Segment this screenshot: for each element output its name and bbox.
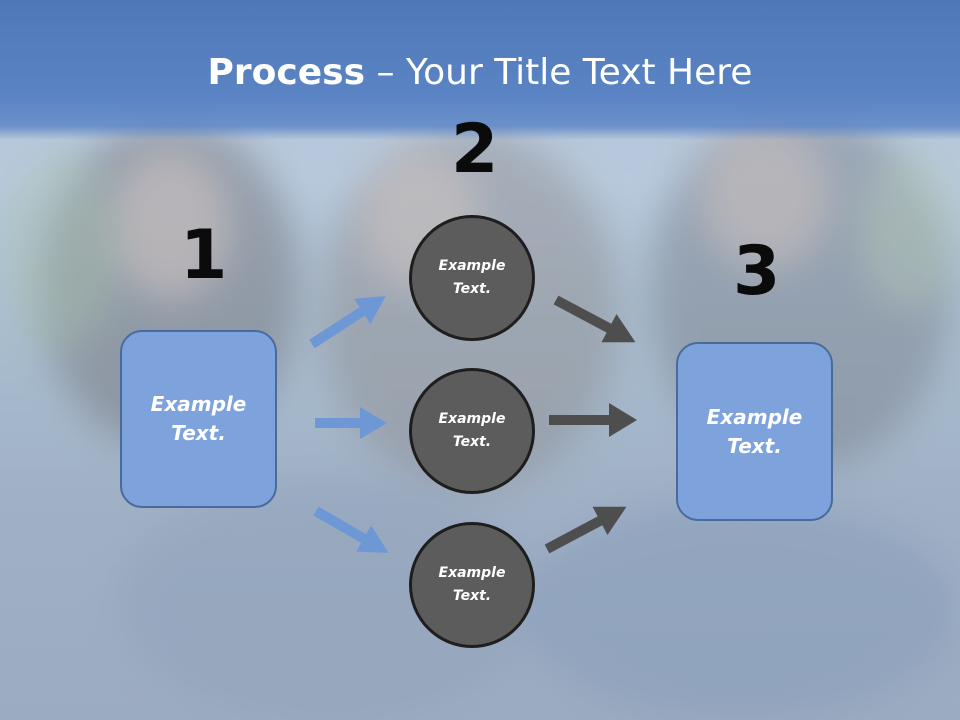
process-circle-top: Example Text. bbox=[409, 215, 535, 341]
circle-bottom-line2: Text. bbox=[452, 588, 492, 604]
circle-middle-line1: Example bbox=[438, 411, 506, 427]
circle-top-line1: Example bbox=[438, 258, 506, 274]
step-number-3: 3 bbox=[733, 232, 781, 311]
process-circle-middle: Example Text. bbox=[409, 368, 535, 494]
step-box-3-line2: Text. bbox=[727, 433, 782, 458]
step-number-1: 1 bbox=[180, 216, 228, 295]
circle-middle-line2: Text. bbox=[452, 434, 492, 450]
circle-top-line2: Text. bbox=[452, 281, 492, 297]
step-box-1-line1: Example bbox=[150, 392, 247, 416]
title-rest: – Your Title Text Here bbox=[365, 52, 753, 93]
slide-title: Process – Your Title Text Here bbox=[0, 52, 960, 93]
title-bar bbox=[0, 0, 960, 140]
step-box-3-line1: Example bbox=[706, 404, 803, 429]
step-box-1-line2: Text. bbox=[171, 421, 226, 445]
step-box-1: Example Text. bbox=[120, 330, 277, 508]
step-number-2: 2 bbox=[451, 110, 499, 189]
process-circle-bottom: Example Text. bbox=[409, 522, 535, 648]
step-box-3: Example Text. bbox=[676, 342, 833, 521]
circle-bottom-line1: Example bbox=[438, 565, 506, 581]
title-bold: Process bbox=[207, 52, 366, 93]
